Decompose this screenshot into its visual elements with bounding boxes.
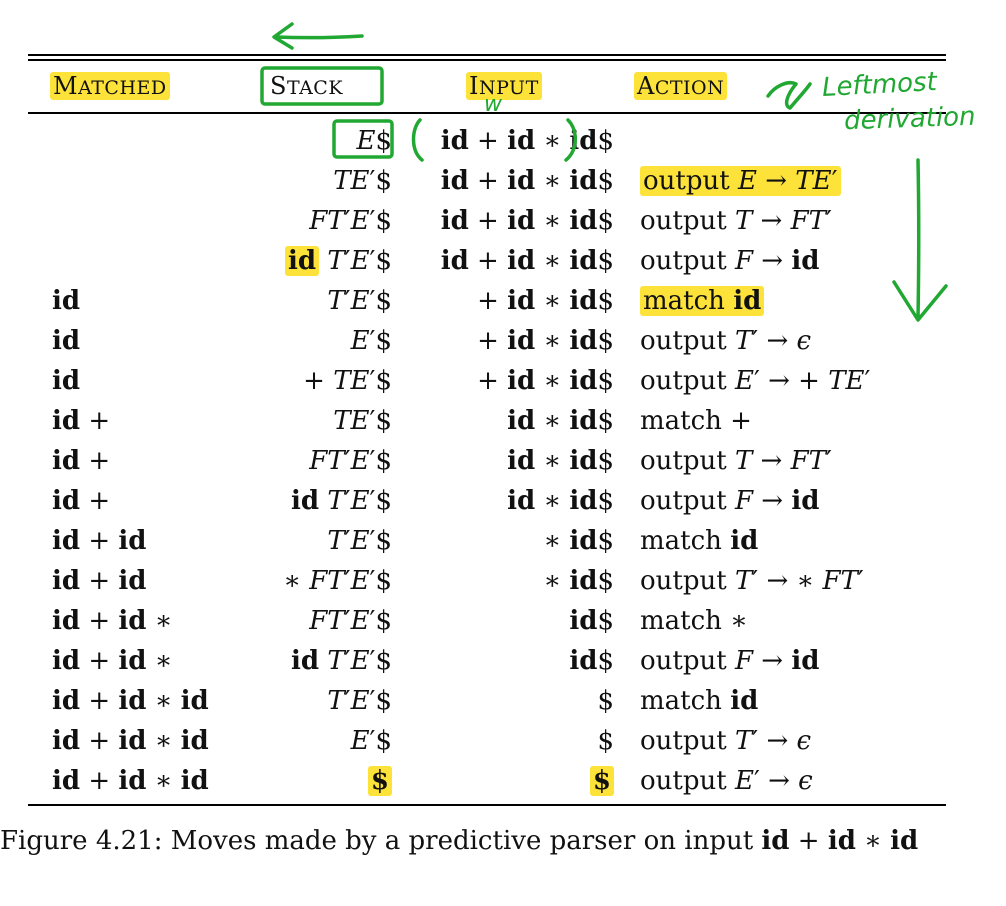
stack-cell: id T′E′$: [290, 486, 392, 516]
stack-cell: T′E′$: [327, 286, 392, 316]
action-cell: output F → id: [640, 246, 820, 276]
matched-cell: id +: [52, 486, 111, 516]
table-top-rule-1: [28, 54, 946, 56]
stack-cell: TE′$: [333, 406, 392, 436]
input-cell: $: [597, 726, 614, 756]
input-cell: $: [589, 764, 614, 798]
action-cell: output T′ → ϵ: [640, 326, 812, 356]
derivation-note: derivation: [843, 101, 977, 137]
action-cell: match ∗: [640, 606, 748, 636]
stack-cell: E′$: [350, 726, 392, 756]
matched-cell: id + id: [52, 566, 147, 596]
left-arrow-annotation: [272, 22, 364, 50]
input-cell: + id ∗ id$: [477, 286, 614, 316]
input-open-bracket: [411, 118, 424, 162]
action-cell: output T → FT′: [640, 206, 832, 236]
input-cell: ∗ id$: [543, 526, 614, 556]
matched-cell: id + id: [52, 526, 147, 556]
action-cell: output F → id: [640, 486, 820, 516]
input-cell: ∗ id$: [543, 566, 614, 596]
matched-cell: id: [52, 366, 81, 396]
matched-cell: id + id ∗: [52, 606, 173, 636]
input-cell: + id ∗ id$: [477, 326, 614, 356]
stack-cell: T′E′$: [327, 686, 392, 716]
matched-cell: id +: [52, 406, 111, 436]
action-cell: match id: [640, 284, 765, 318]
action-cell: output T′ → ∗ FT′: [640, 566, 864, 596]
input-cell: id ∗ id$: [507, 406, 614, 436]
action-cell: match id: [640, 686, 759, 716]
header-rule: [28, 112, 946, 114]
header-stack: STACK: [270, 72, 344, 100]
matched-cell: id: [52, 326, 81, 356]
matched-cell: id +: [52, 446, 111, 476]
stack-cell: FT′E′$: [309, 206, 392, 236]
matched-cell: id + id ∗: [52, 646, 173, 676]
matched-cell: id + id ∗ id: [52, 726, 209, 756]
action-cell: match id: [640, 526, 759, 556]
action-cell: output F → id: [640, 646, 820, 676]
action-cell: match +: [640, 406, 752, 436]
input-cell: id ∗ id$: [507, 486, 614, 516]
stack-cell: ∗ FT′E′$: [283, 566, 392, 596]
stack-cell: id T′E′$: [284, 244, 392, 278]
input-cell: id$: [569, 606, 614, 636]
stack-cell: E$: [356, 126, 392, 156]
input-cell: id$: [569, 646, 614, 676]
down-arrow-annotation: [892, 158, 948, 322]
input-cell: id ∗ id$: [507, 446, 614, 476]
action-cell: output T → FT′: [640, 446, 832, 476]
table-top-rule-2: [28, 59, 946, 61]
figure-caption: Figure 4.21: Moves made by a predictive …: [0, 826, 919, 856]
action-cell: output E′ → + TE′: [640, 366, 871, 396]
input-cell: id + id ∗ id$: [440, 246, 614, 276]
action-cell: output T′ → ϵ: [640, 726, 812, 756]
matched-cell: id + id ∗ id: [52, 766, 209, 796]
stack-cell: TE′$: [333, 166, 392, 196]
stack-cell: + TE′$: [303, 366, 392, 396]
action-cell: output E → TE′: [640, 164, 841, 198]
header-matched: MATCHED: [50, 72, 170, 100]
input-cell: id + id ∗ id$: [440, 126, 614, 156]
stack-cell: FT′E′$: [309, 446, 392, 476]
stack-cell: T′E′$: [327, 526, 392, 556]
matched-cell: id: [52, 286, 81, 316]
checkmark-annotation: [766, 81, 812, 110]
w-note: w: [484, 92, 502, 117]
header-action: ACTION: [634, 72, 728, 100]
stack-cell: E′$: [350, 326, 392, 356]
leftmost-note: Leftmost: [821, 67, 938, 103]
input-cell: $: [597, 686, 614, 716]
matched-cell: id + id ∗ id: [52, 686, 209, 716]
header-input: INPUT: [466, 72, 542, 100]
stack-cell: $: [367, 764, 392, 798]
action-cell: output E′ → ϵ: [640, 766, 813, 796]
input-cell: + id ∗ id$: [477, 366, 614, 396]
input-cell: id + id ∗ id$: [440, 166, 614, 196]
table-bottom-rule: [28, 804, 946, 806]
stack-cell: FT′E′$: [309, 606, 392, 636]
input-cell: id + id ∗ id$: [440, 206, 614, 236]
stack-cell: id T′E′$: [290, 646, 392, 676]
